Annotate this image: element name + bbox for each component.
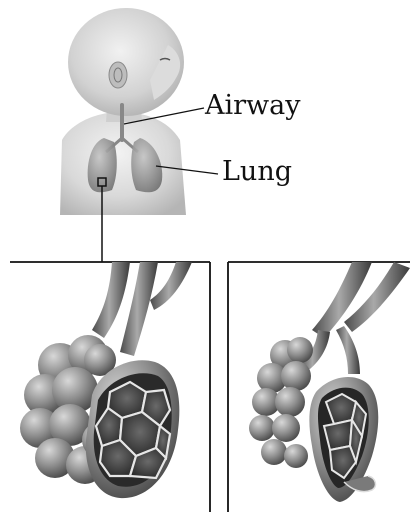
lung-label: Lung bbox=[222, 158, 292, 185]
airway-label: Airway bbox=[205, 92, 301, 119]
child-figure bbox=[60, 8, 186, 215]
healthy-alveoli bbox=[20, 262, 192, 498]
damaged-alveoli bbox=[249, 262, 410, 502]
